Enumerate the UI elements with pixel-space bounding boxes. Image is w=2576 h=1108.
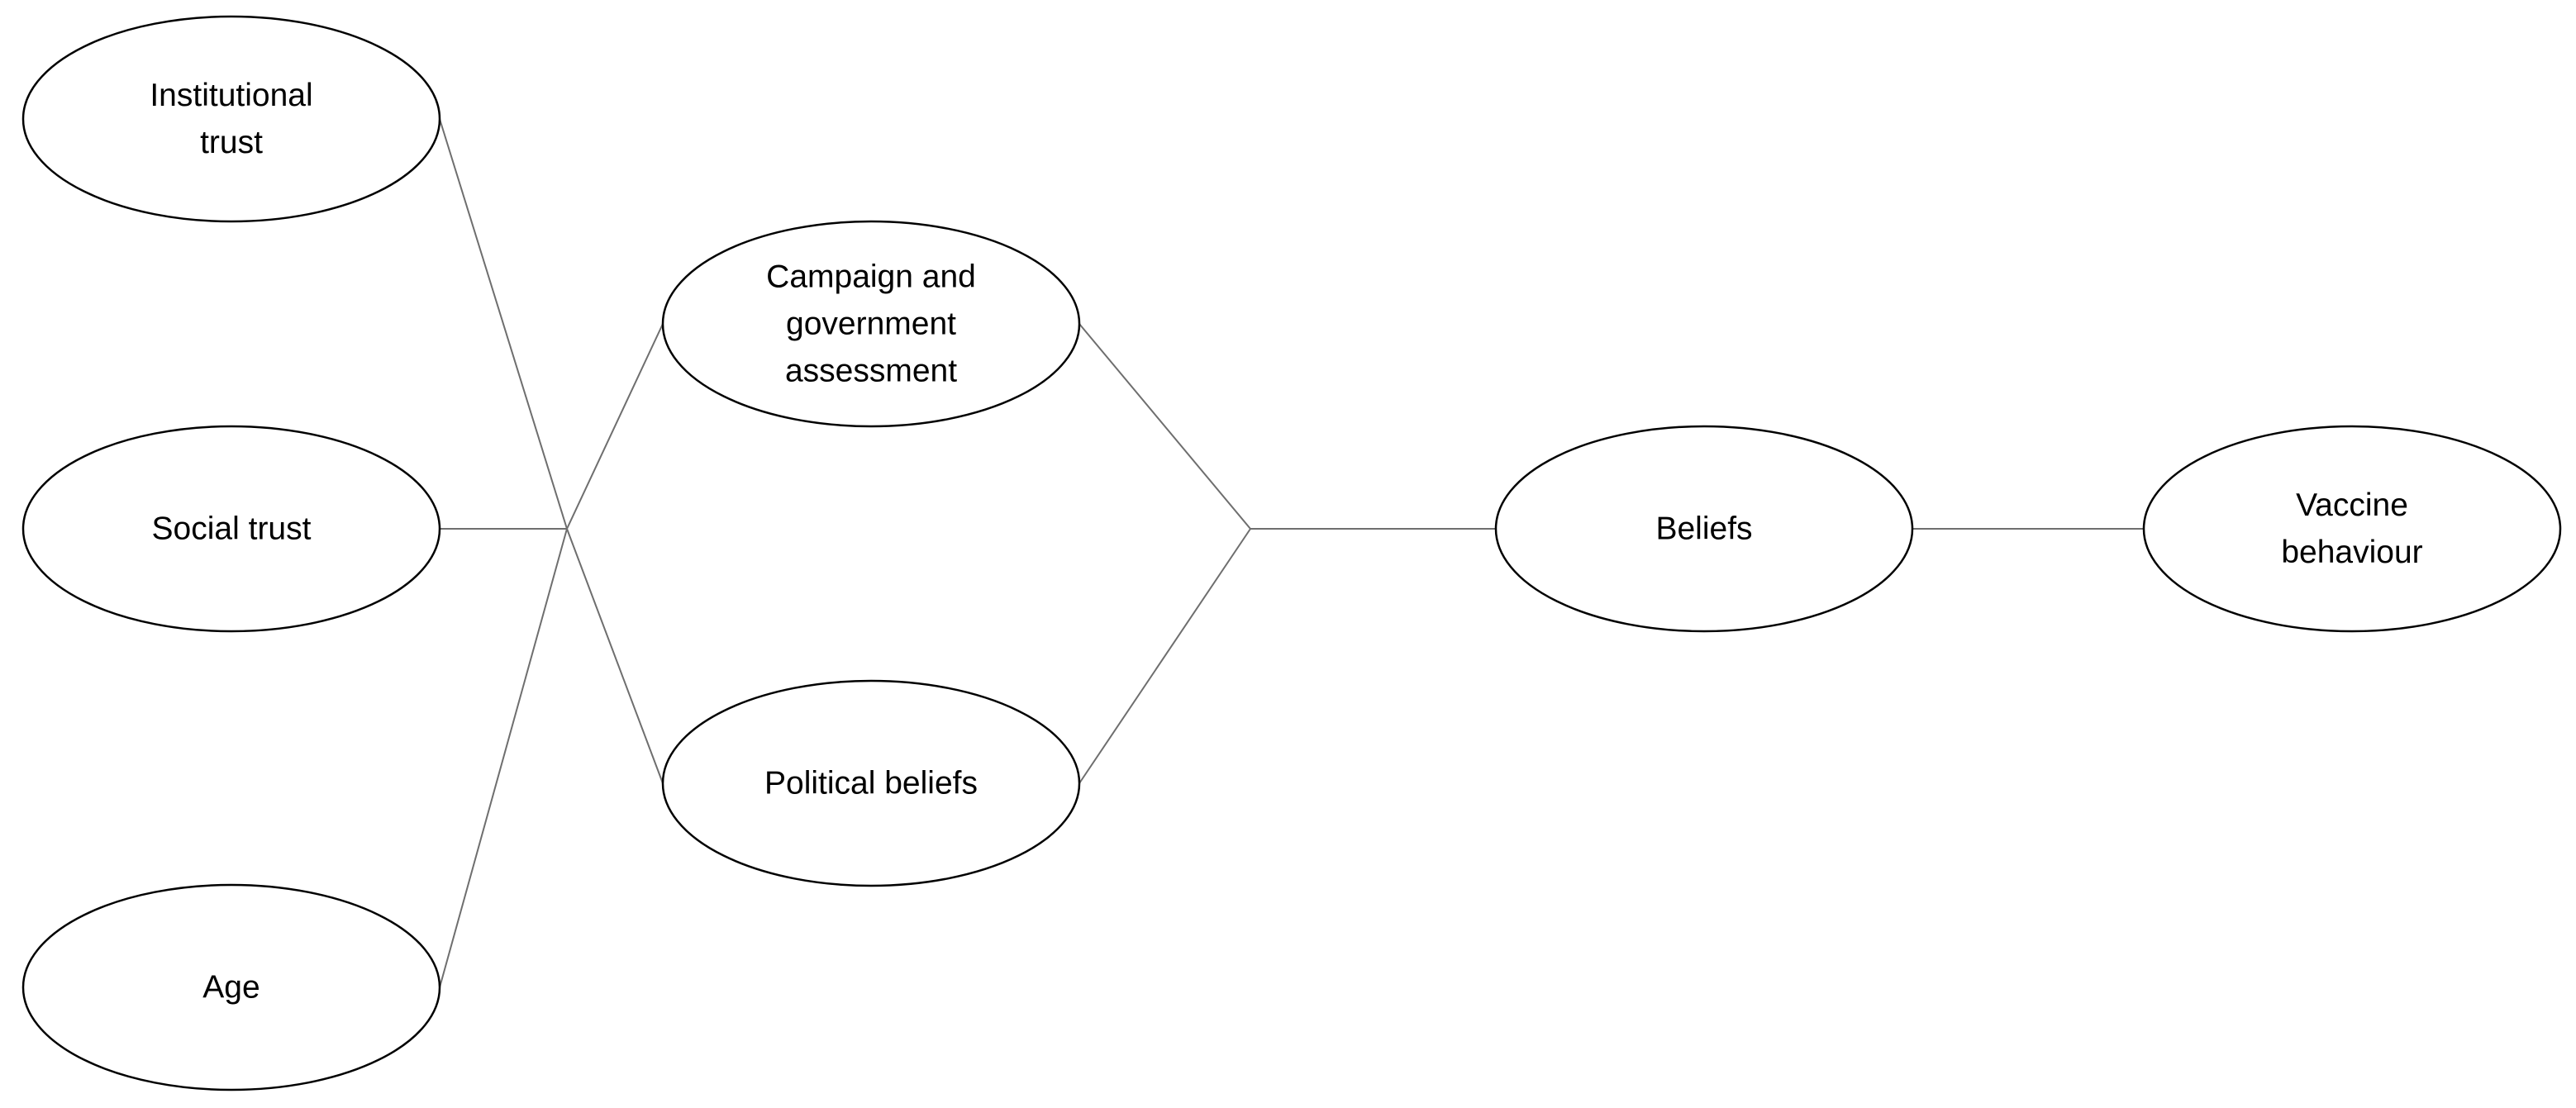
- node-label-line: trust: [200, 125, 263, 160]
- node-political-beliefs: Political beliefs: [661, 679, 1081, 887]
- node-label-line: behaviour: [2281, 535, 2422, 570]
- node-ellipse-beliefs: [1494, 425, 1914, 633]
- edge-political-beliefs-to-junction-2: [1078, 528, 1251, 784]
- edge-age-to-junction-1: [439, 528, 568, 988]
- node-label-line: Campaign and: [766, 259, 976, 295]
- node-label-social-trust: Social trust: [152, 511, 312, 547]
- node-ellipse-vaccine-behaviour: [2142, 425, 2562, 633]
- node-ellipse-social-trust: [21, 425, 441, 633]
- node-label-line: Vaccine: [2296, 487, 2408, 523]
- node-ellipse-institutional-trust: [21, 15, 441, 223]
- edge-junction-1-to-campaign-government: [566, 323, 664, 530]
- node-social-trust: Social trust: [21, 425, 441, 633]
- node-label-line: assessment: [785, 354, 957, 389]
- node-label-vaccine-behaviour: Vaccine behaviour: [2281, 487, 2422, 570]
- node-label-line: Age: [202, 970, 260, 1006]
- node-label-institutional-trust: Institutional trust: [150, 78, 312, 160]
- node-label-line: Social trust: [152, 511, 312, 547]
- node-label-beliefs: Beliefs: [1655, 511, 1752, 547]
- node-label-line: Political beliefs: [764, 766, 978, 801]
- node-vaccine-behaviour: Vaccine behaviour: [2142, 425, 2562, 633]
- connector-lines: [439, 118, 2144, 988]
- node-ellipse-age: [21, 883, 441, 1091]
- node-ellipse-political-beliefs: [661, 679, 1081, 887]
- node-label-age: Age: [202, 970, 260, 1006]
- node-label-line: Beliefs: [1655, 511, 1752, 547]
- node-label-campaign-government: Campaign and government assessment: [766, 259, 976, 389]
- node-institutional-trust: Institutional trust: [21, 15, 441, 223]
- node-campaign-government: Campaign and government assessment: [661, 220, 1081, 428]
- edge-campaign-government-to-junction-2: [1078, 323, 1251, 530]
- node-label-line: government: [786, 307, 956, 342]
- node-ellipse-campaign-government: [661, 220, 1081, 428]
- node-beliefs: Beliefs: [1494, 425, 1914, 633]
- edge-institutional-trust-to-junction-1: [439, 118, 568, 530]
- edge-junction-1-to-political-beliefs: [566, 528, 664, 784]
- node-label-line: Institutional: [150, 78, 312, 113]
- node-label-political-beliefs: Political beliefs: [764, 766, 978, 801]
- node-age: Age: [21, 883, 441, 1091]
